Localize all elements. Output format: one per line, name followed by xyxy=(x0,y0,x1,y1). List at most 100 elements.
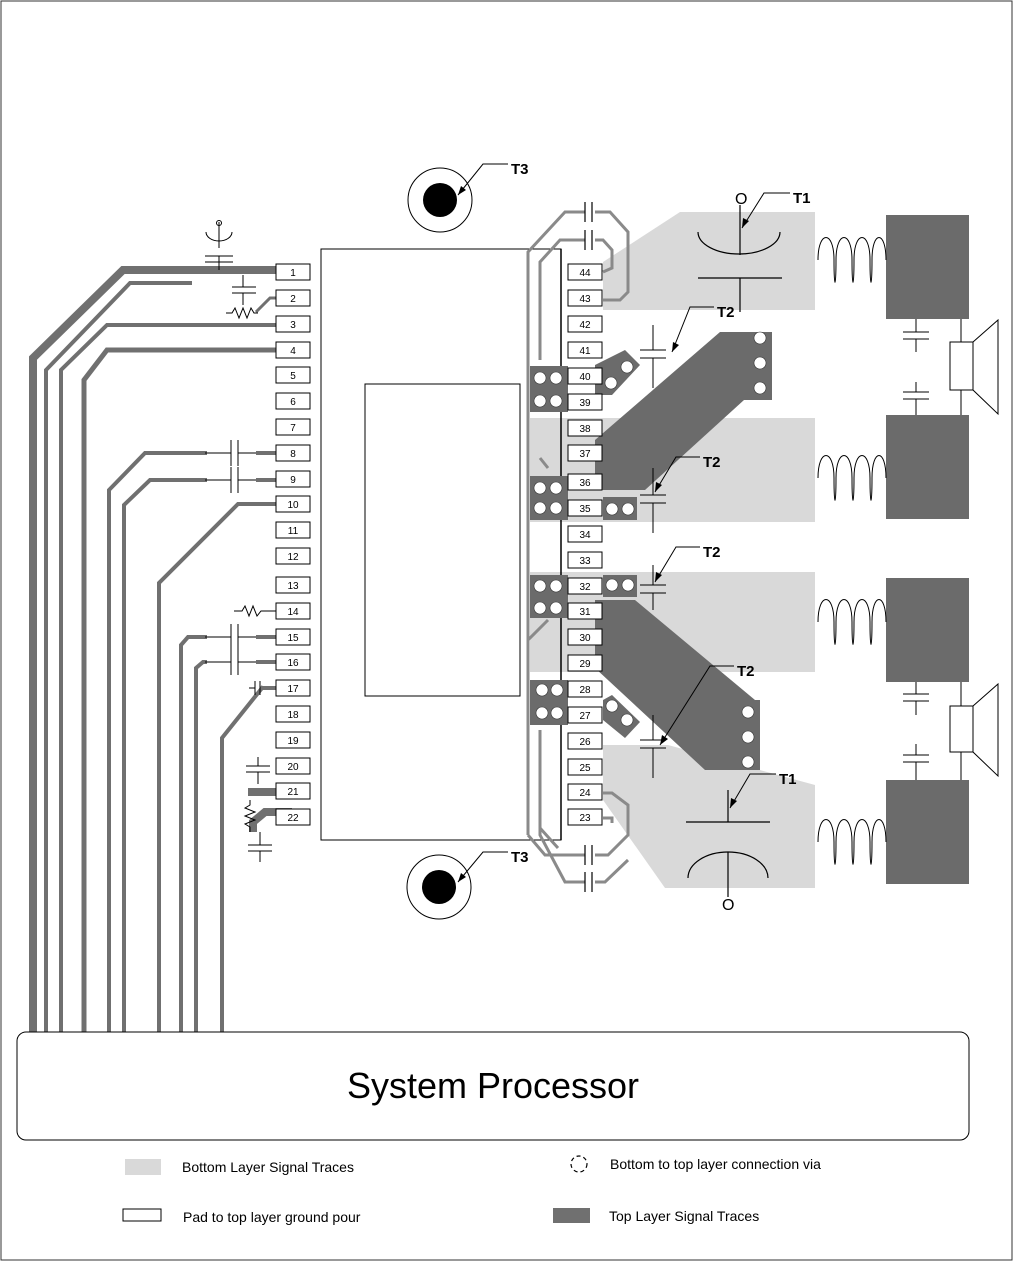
right-pin-label: 33 xyxy=(579,556,591,567)
legend-via-icon xyxy=(570,1155,588,1173)
antenna-small-icon xyxy=(205,220,233,270)
leader-t2-b xyxy=(654,456,700,493)
right-pin-label: 35 xyxy=(579,504,591,515)
right-pin-label: 39 xyxy=(579,398,591,409)
pin-pad: 1 xyxy=(275,263,311,281)
right-pin-label: 27 xyxy=(579,711,591,722)
left-pin-label: 19 xyxy=(287,736,299,747)
pin-pad: 19 xyxy=(275,731,311,749)
right-pin-label: 25 xyxy=(579,763,591,774)
vias xyxy=(533,331,767,769)
pin-pad: 6 xyxy=(275,392,311,410)
right-pin-label: 36 xyxy=(579,478,591,489)
bottom-layer-traces xyxy=(530,212,815,888)
pin-pad-rect xyxy=(275,392,311,410)
pin-pad-rect xyxy=(567,577,603,595)
right-pin-column: 4443424140393837363534333231302928272625… xyxy=(567,263,603,826)
inductor-block-2 xyxy=(886,415,969,519)
t2-cap-a-icon xyxy=(640,325,666,388)
via-icon xyxy=(741,705,755,719)
via-icon xyxy=(753,331,767,345)
pin-pad: 15 xyxy=(275,628,311,646)
speakers xyxy=(903,318,999,780)
trace-pin3 xyxy=(59,323,279,1034)
capacitor-pin16-icon xyxy=(205,649,256,675)
t2-lower-diagonal xyxy=(595,600,760,770)
left-pin-label: 7 xyxy=(290,423,296,434)
arrowhead xyxy=(730,798,737,808)
pin-pad: 26 xyxy=(567,732,603,750)
pin-pad-rect xyxy=(567,263,603,281)
speaker-upper-icon xyxy=(903,318,999,416)
pin-pad: 25 xyxy=(567,758,603,776)
label-t2-a: T2 xyxy=(717,304,735,321)
via-icon xyxy=(604,376,618,390)
t3-bottom-target-icon xyxy=(406,854,472,920)
via-icon xyxy=(753,356,767,370)
right-pin-label: 42 xyxy=(579,320,591,331)
t2-capacitors xyxy=(640,325,666,778)
coil-2-icon xyxy=(817,455,887,501)
loop-capacitors xyxy=(584,202,593,892)
via-icon xyxy=(753,381,767,395)
pin-pad-rect xyxy=(275,602,311,620)
pin-pad-rect xyxy=(567,680,603,698)
arrowhead xyxy=(458,186,466,195)
via-icon xyxy=(535,683,549,697)
label-t1-bottom: T1 xyxy=(779,771,797,788)
t2-cap-b-icon xyxy=(640,468,666,533)
legend-pad: Pad to top layer ground pour xyxy=(183,1209,361,1225)
pin-pad: 13 xyxy=(275,576,311,594)
loop-bottom-cap xyxy=(595,858,630,884)
left-pin-label: 3 xyxy=(290,320,296,331)
pin-pad: 32 xyxy=(567,577,603,595)
via-icon xyxy=(549,501,563,515)
pin-pad: 31 xyxy=(567,602,603,620)
loop-cap-bot2-icon xyxy=(584,872,593,892)
bottom-trace-bottom-t1 xyxy=(603,745,815,888)
right-pin-label: 24 xyxy=(579,788,591,799)
legend-via: Bottom to top layer connection via xyxy=(610,1156,821,1172)
pin-pad-rect xyxy=(567,367,603,385)
loop-inner-top-left xyxy=(538,238,585,360)
arrowhead xyxy=(655,482,662,492)
via-icon xyxy=(550,683,564,697)
left-pin-label: 16 xyxy=(287,658,299,669)
loop-cap-top2-icon xyxy=(584,230,593,250)
chip-body xyxy=(320,248,562,841)
trace-pin8 xyxy=(107,451,207,1034)
pin-pad: 28 xyxy=(567,680,603,698)
capacitor-pin17-icon xyxy=(249,681,261,695)
pin-pad-rect xyxy=(275,263,311,281)
pin-pad: 44 xyxy=(567,263,603,281)
pin-pad-rect xyxy=(275,444,311,462)
loop-bottom-cap-left xyxy=(538,828,585,884)
t1-top-antenna-icon xyxy=(697,205,782,312)
pin-pad: 12 xyxy=(275,547,311,565)
capacitor-pin2-icon xyxy=(232,275,256,305)
pin-pad-rect xyxy=(567,706,603,724)
label-t2-c: T2 xyxy=(703,544,721,561)
leader-t2-a xyxy=(671,306,714,353)
pin-pad: 27 xyxy=(567,706,603,724)
pin-pad-rect xyxy=(567,732,603,750)
right-pin-label: 40 xyxy=(579,372,591,383)
system-processor-title: System Processor xyxy=(347,1065,639,1106)
pin-pad-rect xyxy=(567,783,603,801)
right-pin-label: 43 xyxy=(579,294,591,305)
inductor-block-4 xyxy=(886,780,969,884)
pin-pad-rect xyxy=(275,341,311,359)
capacitor-pin22-icon xyxy=(248,832,272,862)
via-icon xyxy=(533,371,547,385)
left-pin-label: 1 xyxy=(290,268,296,279)
pin-pad: 14 xyxy=(275,602,311,620)
arrowhead xyxy=(458,873,466,882)
left-pin-label: 8 xyxy=(290,449,296,460)
block-pins35-36-left xyxy=(530,476,568,520)
pin-pad: 35 xyxy=(567,499,603,517)
pin-pad-rect xyxy=(275,757,311,775)
right-pin-label: 23 xyxy=(579,813,591,824)
pin-pad-rect xyxy=(275,470,311,488)
left-pin-label: 17 xyxy=(287,684,299,695)
